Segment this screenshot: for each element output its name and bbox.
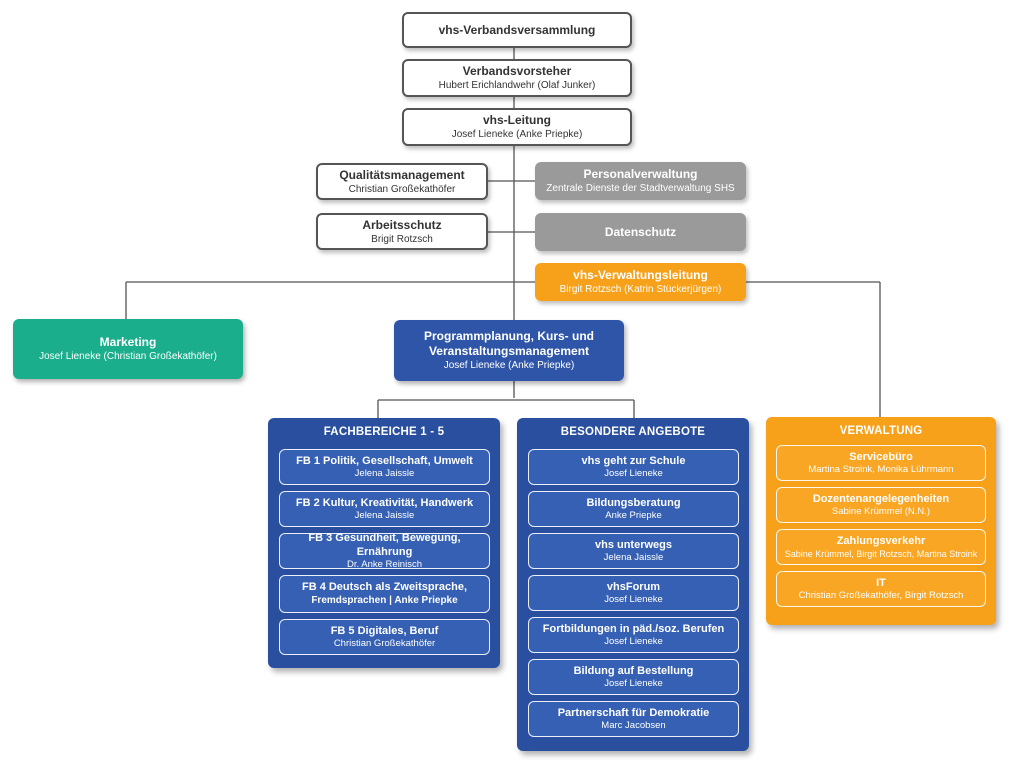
verbandsversammlung-box: vhs-Verbandsversammlung (402, 12, 632, 48)
angebot-title: Partnerschaft für Demokratie (557, 707, 710, 719)
angebot-name: Josef Lieneke (604, 636, 663, 647)
fb1-box: FB 1 Politik, Gesellschaft, Umwelt Jelen… (279, 449, 490, 485)
fb2-title: FB 2 Kultur, Kreativität, Handwerk (295, 497, 474, 509)
fachbereiche-heading: FACHBEREICHE 1 - 5 (323, 426, 445, 438)
angebot-box: vhs geht zur Schule Josef Lieneke (528, 449, 739, 485)
personalverwaltung-box: Personalverwaltung Zentrale Dienste der … (535, 162, 746, 200)
verwaltung-item-box: Dozentenangelegenheiten Sabine Krümmel (… (776, 487, 986, 523)
fb4-name: Fremdsprachen | Anke Priepke (311, 595, 458, 606)
fb2-name: Jelena Jaissle (354, 510, 415, 521)
qualitaetsmanagement-box: Qualitätsmanagement Christian Großekathö… (316, 163, 488, 200)
fb1-title: FB 1 Politik, Gesellschaft, Umwelt (296, 455, 473, 467)
verwaltung-item-box: Servicebüro Martina Stroink, Monika Lühr… (776, 445, 986, 481)
angebot-box: Bildungsberatung Anke Priepke (528, 491, 739, 527)
angebot-name: Josef Lieneke (604, 594, 663, 605)
angebot-box: Fortbildungen in päd./soz. Berufen Josef… (528, 617, 739, 653)
personalverwaltung-title: Personalverwaltung (583, 167, 698, 181)
verwaltungsleitung-box: vhs-Verwaltungsleitung Birgit Rotzsch (K… (535, 263, 746, 301)
besondere-angebote-heading: BESONDERE ANGEBOTE (560, 426, 706, 438)
angebot-title: vhsForum (606, 581, 661, 593)
verwaltung-item-title: Servicebüro (849, 451, 913, 463)
verbandsversammlung-title: vhs-Verbandsversammlung (438, 22, 596, 37)
marketing-box: Marketing Josef Lieneke (Christian Große… (13, 319, 243, 379)
angebot-box: Partnerschaft für Demokratie Marc Jacobs… (528, 701, 739, 737)
programmplanung-box: Programmplanung, Kurs- und Veranstaltung… (394, 320, 624, 381)
datenschutz-box: Datenschutz (535, 213, 746, 251)
marketing-title: Marketing (99, 335, 157, 349)
angebot-title: Bildungsberatung (586, 497, 681, 509)
verwaltung-item-title: Zahlungsverkehr (836, 535, 926, 547)
programmplanung-title-line2: Veranstaltungsmanagement (428, 344, 590, 358)
angebot-box: vhsForum Josef Lieneke (528, 575, 739, 611)
vhs-leitung-box: vhs-Leitung Josef Lieneke (Anke Priepke) (402, 108, 632, 146)
verbandsvorsteher-name: Hubert Erichlandwehr (Olaf Junker) (438, 80, 596, 91)
qualitaetsmanagement-name: Christian Großekathöfer (348, 183, 456, 195)
angebot-title: vhs geht zur Schule (581, 455, 686, 467)
vhs-leitung-name: Josef Lieneke (Anke Priepke) (451, 129, 583, 140)
verwaltung-item-name: Christian Großekathöfer, Birgit Rotzsch (798, 590, 964, 601)
fb5-title: FB 5 Digitales, Beruf (330, 625, 439, 637)
verwaltung-panel: VERWALTUNG Servicebüro Martina Stroink, … (766, 417, 996, 625)
angebot-title: Fortbildungen in päd./soz. Berufen (542, 623, 725, 635)
verwaltung-item-box: Zahlungsverkehr Sabine Krümmel, Birgit R… (776, 529, 986, 565)
verwaltungsleitung-title: vhs-Verwaltungsleitung (573, 268, 708, 282)
arbeitsschutz-name: Brigit Rotzsch (371, 233, 433, 245)
programmplanung-title-line1: Programmplanung, Kurs- und (423, 329, 594, 343)
datenschutz-title: Datenschutz (604, 224, 677, 239)
verwaltungsleitung-name: Birgit Rotzsch (Katrin Stückerjürgen) (559, 284, 722, 295)
fb4-title: FB 4 Deutsch als Zweitsprache, (301, 581, 468, 593)
angebot-box: vhs unterwegs Jelena Jaissle (528, 533, 739, 569)
fb3-name: Dr. Anke Reinisch (347, 559, 422, 570)
verbandsvorsteher-box: Verbandsvorsteher Hubert Erichlandwehr (… (402, 59, 632, 97)
verwaltung-item-title: Dozentenangelegenheiten (812, 493, 950, 505)
verwaltung-item-name: Sabine Krümmel, Birgit Rotzsch, Martina … (784, 549, 978, 559)
fb1-name: Jelena Jaissle (354, 468, 415, 479)
fb2-box: FB 2 Kultur, Kreativität, Handwerk Jelen… (279, 491, 490, 527)
besondere-angebote-panel: BESONDERE ANGEBOTE vhs geht zur Schule J… (517, 418, 749, 751)
angebot-box: Bildung auf Bestellung Josef Lieneke (528, 659, 739, 695)
arbeitsschutz-box: Arbeitsschutz Brigit Rotzsch (316, 213, 488, 250)
arbeitsschutz-title: Arbeitsschutz (362, 217, 442, 232)
marketing-name: Josef Lieneke (Christian Großekathöfer) (39, 351, 217, 362)
personalverwaltung-name: Zentrale Dienste der Stadtverwaltung SHS (546, 183, 735, 194)
vhs-leitung-title: vhs-Leitung (483, 113, 551, 127)
angebot-name: Jelena Jaissle (603, 552, 664, 563)
angebot-name: Josef Lieneke (604, 678, 663, 689)
verwaltung-item-name: Martina Stroink, Monika Lührmann (808, 464, 954, 475)
fachbereiche-panel: FACHBEREICHE 1 - 5 FB 1 Politik, Gesells… (268, 418, 500, 668)
fb5-name: Christian Großekathöfer (333, 638, 436, 649)
verwaltung-item-title: IT (876, 577, 886, 589)
fb4-box: FB 4 Deutsch als Zweitsprache, Fremdspra… (279, 575, 490, 613)
angebot-name: Anke Priepke (605, 510, 662, 521)
fb3-title: FB 3 Gesundheit, Bewegung, Ernährung (308, 532, 461, 558)
angebot-name: Marc Jacobsen (601, 720, 666, 731)
fb5-box: FB 5 Digitales, Beruf Christian Großekat… (279, 619, 490, 655)
programmplanung-name: Josef Lieneke (Anke Priepke) (443, 360, 575, 371)
angebot-title: Bildung auf Bestellung (573, 665, 694, 677)
verwaltung-item-name: Sabine Krümmel (N.N.) (831, 506, 931, 517)
fb3-box: FB 3 Gesundheit, Bewegung, Ernährung Dr.… (279, 532, 490, 570)
qualitaetsmanagement-title: Qualitätsmanagement (339, 167, 465, 182)
verwaltung-heading: VERWALTUNG (839, 425, 923, 437)
verwaltung-item-box: IT Christian Großekathöfer, Birgit Rotzs… (776, 571, 986, 607)
angebot-name: Josef Lieneke (604, 468, 663, 479)
angebot-title: vhs unterwegs (594, 539, 673, 551)
verbandsvorsteher-title: Verbandsvorsteher (462, 64, 572, 78)
